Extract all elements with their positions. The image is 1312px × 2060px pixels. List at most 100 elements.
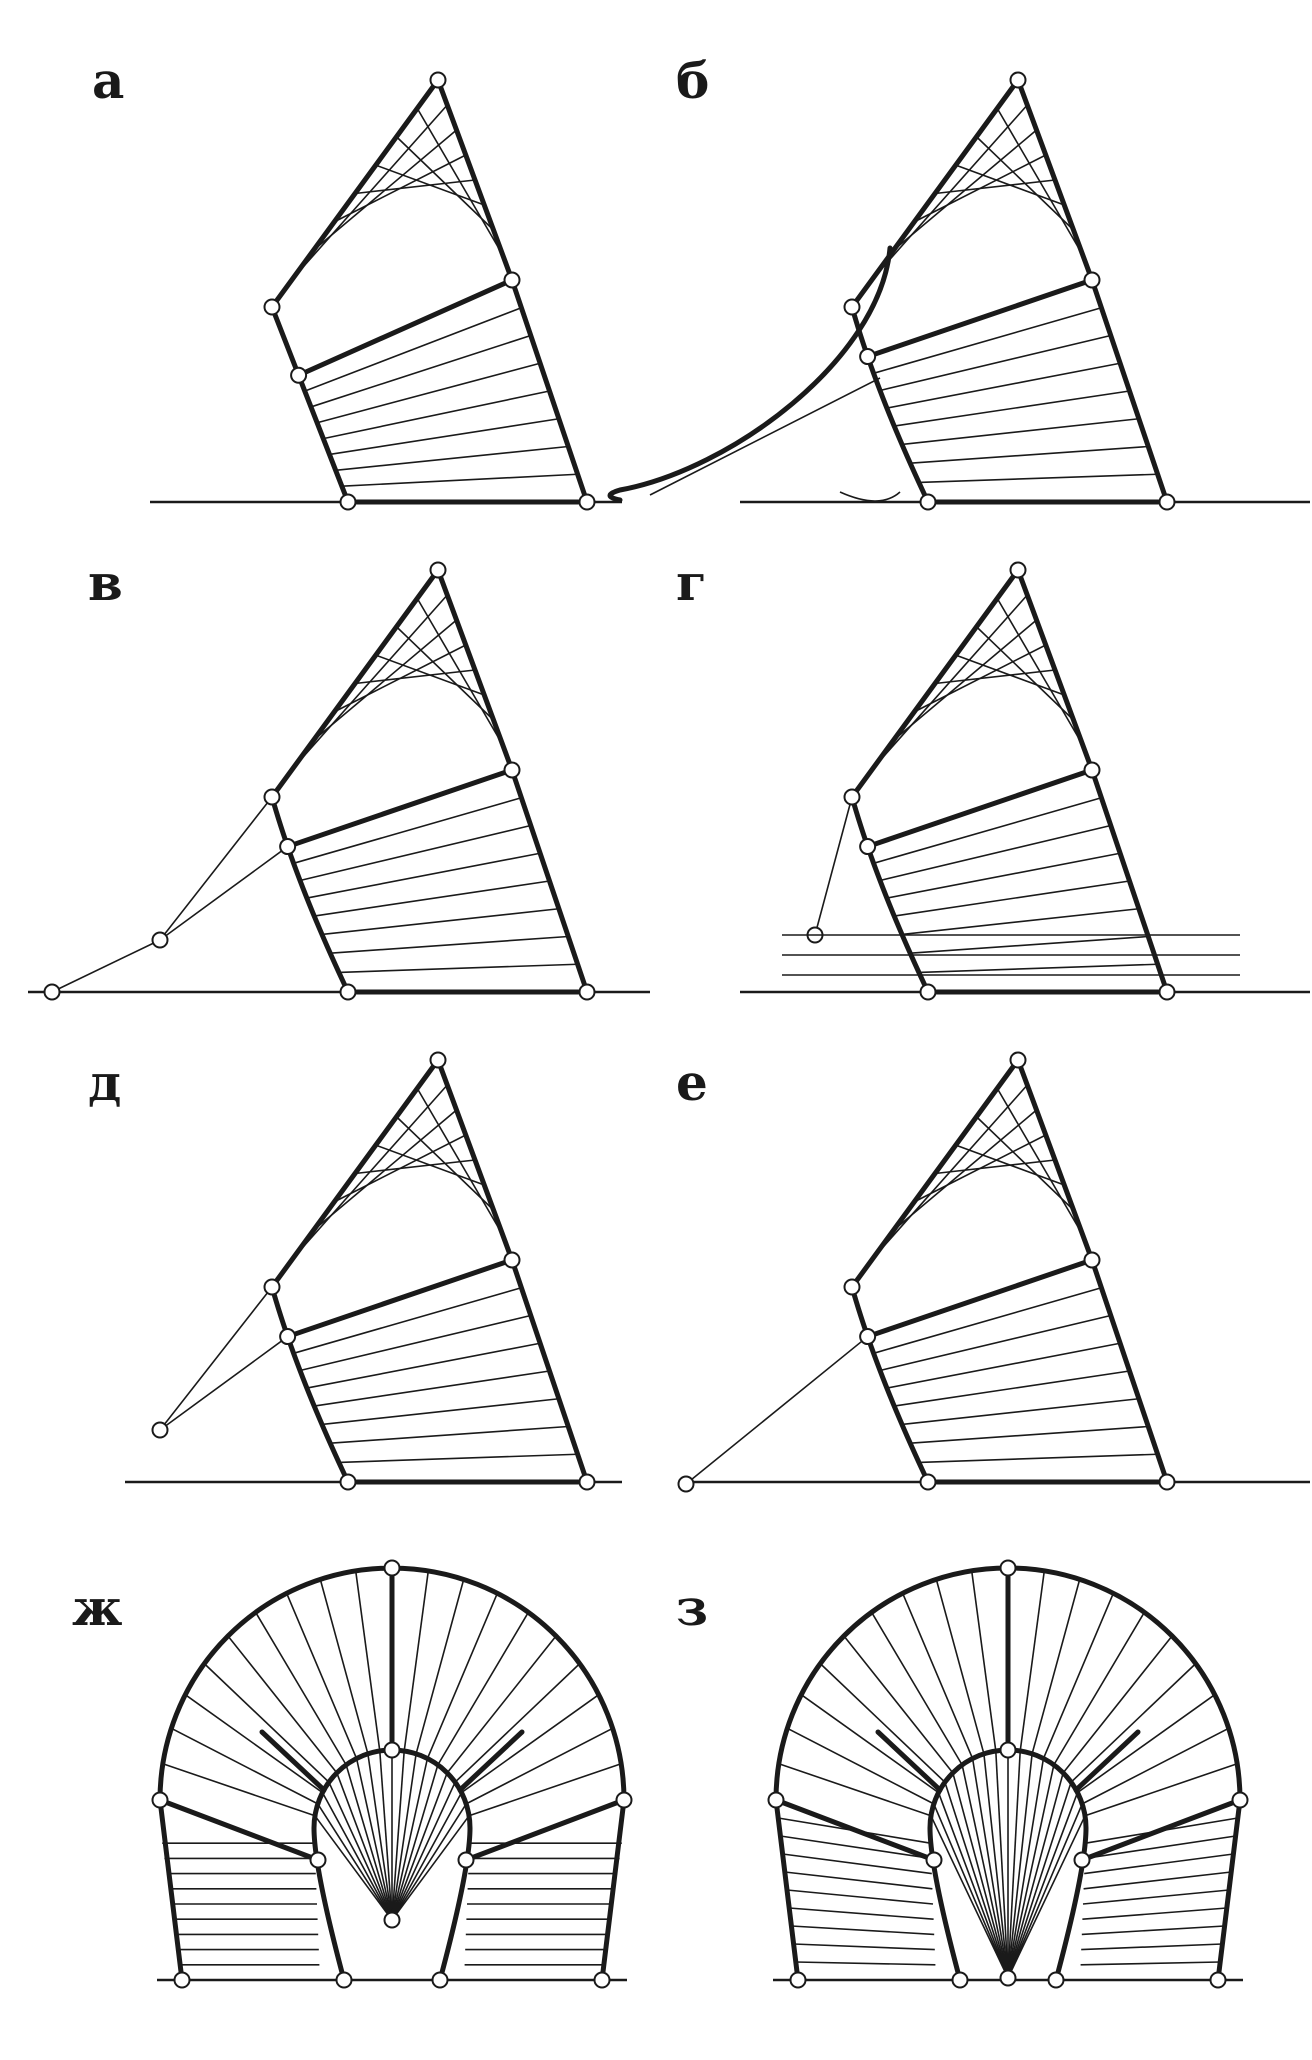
- construction-line: [159, 796, 273, 941]
- radial-construction-line: [1007, 1803, 1083, 1979]
- radial-construction-line: [944, 1781, 1009, 1979]
- arch-node: [503, 271, 521, 289]
- radial-construction-line: [930, 1815, 1009, 1979]
- arch-outer-outline: [849, 567, 1170, 995]
- joint-line: [778, 1762, 932, 1817]
- joint-line: [910, 445, 1149, 465]
- arch-node: [767, 1791, 785, 1809]
- voussoir-divider: [157, 1797, 321, 1863]
- joint-line: [910, 935, 1149, 955]
- arch-node: [1158, 1473, 1176, 1491]
- center-node: [677, 1475, 695, 1493]
- arch-outer-outline: [269, 567, 590, 995]
- voussoir-divider: [875, 1729, 943, 1793]
- joint-line: [800, 1694, 939, 1794]
- joint-line: [323, 390, 550, 440]
- joint-line: [975, 136, 1075, 231]
- radial-construction-line: [391, 1758, 429, 1921]
- radial-construction-line: [1007, 1815, 1086, 1979]
- panel-label-zh: ж: [72, 1578, 123, 1637]
- radial-construction-line: [314, 1815, 393, 1921]
- joint-line: [918, 473, 1158, 484]
- arch-inner-outline: [269, 1284, 351, 1485]
- joint-line: [1042, 1592, 1115, 1759]
- joint-line: [901, 1397, 1139, 1426]
- joint-line: [934, 1159, 1056, 1175]
- joint-line: [1053, 1611, 1146, 1766]
- joint-line: [395, 626, 495, 721]
- joint-line: [1082, 1889, 1230, 1905]
- arch-node: [1009, 71, 1027, 89]
- joint-line: [354, 1159, 476, 1175]
- joint-line: [894, 880, 1130, 917]
- panel-z-drawing: [767, 1559, 1249, 1989]
- joint-line: [330, 935, 569, 955]
- arch-node: [919, 493, 937, 511]
- joint-line: [789, 1907, 934, 1920]
- joint-line: [465, 1727, 614, 1805]
- joint-line: [1070, 1663, 1197, 1783]
- panel-b-drawing: [607, 71, 1310, 511]
- joint-line: [996, 107, 1084, 256]
- joint-line: [843, 1635, 954, 1774]
- joint-line: [395, 1116, 495, 1211]
- joint-line: [934, 669, 1056, 685]
- joint-line: [321, 1397, 559, 1426]
- radial-construction-line: [391, 1803, 467, 1921]
- joint-line: [299, 1314, 531, 1372]
- construction-line: [814, 796, 853, 936]
- voussoir-divider: [773, 1797, 937, 1863]
- arch-node: [279, 838, 297, 856]
- arch-node: [578, 493, 596, 511]
- radial-construction-line: [391, 1781, 456, 1921]
- joint-line: [1081, 1727, 1230, 1805]
- voussoir-divider: [296, 277, 515, 378]
- joint-line: [338, 963, 578, 974]
- radial-construction-line: [937, 1792, 1009, 1979]
- joint-line: [446, 1635, 557, 1774]
- radial-construction-line: [391, 1792, 463, 1921]
- construction-line: [159, 1335, 289, 1431]
- joint-line: [780, 1835, 932, 1860]
- joint-line: [1084, 1853, 1234, 1875]
- arch-node: [1158, 493, 1176, 511]
- arch-node: [1083, 761, 1101, 779]
- arch-node: [263, 1278, 281, 1296]
- joint-line: [416, 107, 504, 256]
- radial-construction-line: [1007, 1772, 1064, 1979]
- voussoir-divider: [285, 767, 515, 850]
- arch-inner-outline: [849, 794, 931, 995]
- joint-line: [285, 1592, 358, 1759]
- joint-line: [1062, 1635, 1173, 1774]
- joint-line: [1084, 1835, 1236, 1860]
- radial-construction-line: [1007, 1764, 1055, 1979]
- arch-node: [335, 1971, 353, 1989]
- joint-line: [934, 179, 1056, 195]
- panel-label-a: а: [92, 51, 124, 110]
- construction-line: [159, 845, 289, 941]
- joint-line: [786, 1727, 935, 1805]
- radial-construction-line: [994, 1750, 1009, 1979]
- arch-node: [151, 1791, 169, 1809]
- arch-node: [457, 1851, 475, 1869]
- arch-node: [429, 71, 447, 89]
- joint-line: [975, 626, 1075, 721]
- joint-line: [316, 362, 541, 424]
- arch-node: [429, 1051, 447, 1069]
- joint-line: [354, 179, 476, 195]
- center-node: [151, 931, 169, 949]
- arch-node: [431, 1971, 449, 1989]
- joint-line: [321, 907, 559, 936]
- radial-construction-line: [391, 1772, 448, 1921]
- joint-line: [293, 1286, 522, 1355]
- arch-node: [279, 1328, 297, 1346]
- joint-line: [901, 907, 1139, 936]
- voussoir-divider: [285, 1257, 515, 1340]
- panel-a-drawing: [150, 71, 622, 511]
- arch-outer-outline: [269, 1057, 590, 1485]
- construction-line: [51, 939, 161, 993]
- joint-line: [338, 1453, 578, 1464]
- voussoir-divider: [259, 1729, 327, 1793]
- radial-construction-line: [971, 1758, 1009, 1979]
- voussoir-divider: [865, 767, 1095, 850]
